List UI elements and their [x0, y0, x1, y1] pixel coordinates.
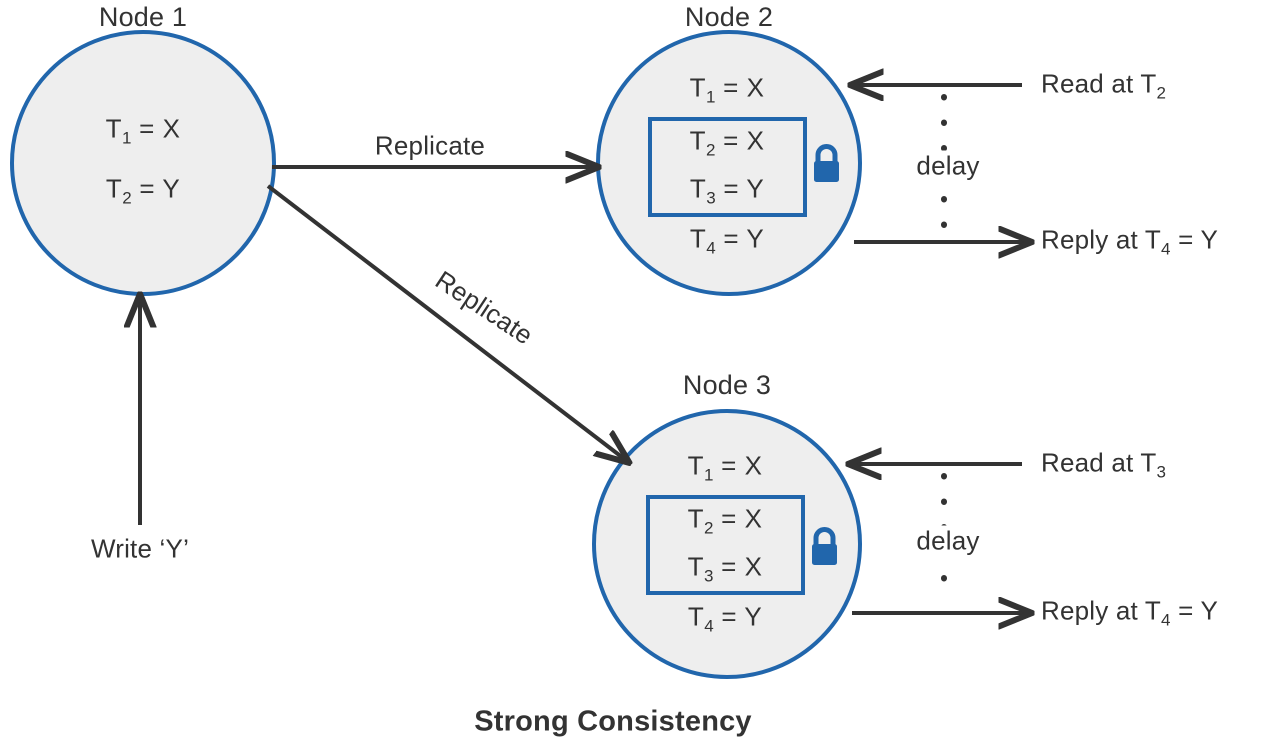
row-symbol: T [105, 173, 123, 204]
lock-icon [814, 144, 839, 182]
read-label-node2: Read at T2 [1041, 69, 1166, 104]
row-subscript: 3 [703, 566, 714, 586]
row-value: = Y [139, 173, 181, 204]
replicate-arrow-node3 [266, 184, 627, 461]
row-value: = X [139, 113, 181, 144]
row-value: = Y [721, 601, 763, 632]
row-value: = X [723, 125, 765, 156]
row-subscript: 1 [705, 87, 716, 107]
reply-label-text: Reply at T [1041, 224, 1162, 255]
row-subscript: 2 [705, 140, 716, 160]
row-symbol: T [687, 503, 704, 534]
row-symbol: T [687, 601, 705, 632]
row-symbol: T [687, 551, 704, 582]
node-1-row-2: T2 = Y [106, 174, 180, 209]
node-2-row-1: T1 = X [690, 73, 765, 108]
node-2-row-3: T3 = Y [690, 174, 764, 209]
row-symbol: T [689, 223, 707, 254]
row-symbol: T [689, 173, 707, 204]
reply-label-value: = Y [1178, 595, 1218, 626]
read-label-subscript: 3 [1156, 462, 1167, 482]
reply-label-text: Reply at T [1041, 595, 1162, 626]
row-subscript: 2 [703, 518, 714, 538]
lock-icon [812, 527, 837, 565]
write-label: Write ‘Y’ [90, 533, 190, 564]
node-3-locked-box [646, 495, 805, 595]
row-value: = Y [723, 173, 765, 204]
row-symbol: T [687, 450, 704, 481]
row-symbol: T [689, 125, 706, 156]
row-subscript: 2 [122, 188, 132, 208]
row-value: = X [723, 72, 765, 103]
replicate-label-node2: Replicate [374, 130, 486, 161]
node-3-title: Node 3 [682, 370, 772, 400]
node-1-title: Node 1 [98, 2, 188, 32]
node-1-circle [10, 30, 276, 296]
node-2-row-2: T2 = X [690, 126, 765, 161]
read-label-text: Read at T [1041, 447, 1157, 478]
node-2-title: Node 2 [684, 2, 774, 32]
read-label-text: Read at T [1041, 68, 1157, 99]
reply-label-node2: Reply at T4 = Y [1041, 225, 1218, 260]
reply-label-subscript: 4 [1161, 610, 1171, 630]
row-subscript: 1 [121, 128, 132, 148]
diagram-caption: Strong Consistency [474, 705, 752, 738]
reply-label-node3: Reply at T4 = Y [1041, 596, 1218, 631]
row-subscript: 3 [706, 188, 716, 208]
node-3-row-1: T1 = X [688, 451, 763, 486]
node-2-row-4: T4 = Y [690, 224, 764, 259]
row-value: = X [721, 450, 763, 481]
read-label-node3: Read at T3 [1041, 448, 1166, 483]
reply-label-subscript: 4 [1161, 239, 1171, 259]
node-2-locked-box [648, 117, 807, 217]
row-symbol: T [689, 72, 706, 103]
reply-label-value: = Y [1178, 224, 1218, 255]
row-subscript: 4 [704, 616, 714, 636]
node-3-row-3: T3 = X [688, 552, 763, 587]
node-3-row-2: T2 = X [688, 504, 763, 539]
row-value: = X [721, 551, 763, 582]
read-label-subscript: 2 [1156, 83, 1167, 103]
node-1-row-1: T1 = X [106, 114, 181, 149]
row-value: = X [721, 503, 763, 534]
delay-label-node2: delay [911, 150, 985, 182]
delay-label-node3: delay [911, 525, 985, 557]
node-3-circle [592, 409, 862, 679]
row-value: = Y [723, 223, 765, 254]
row-subscript: 1 [703, 465, 714, 485]
row-subscript: 4 [706, 238, 716, 258]
row-symbol: T [105, 113, 122, 144]
node-3-row-4: T4 = Y [688, 602, 762, 637]
